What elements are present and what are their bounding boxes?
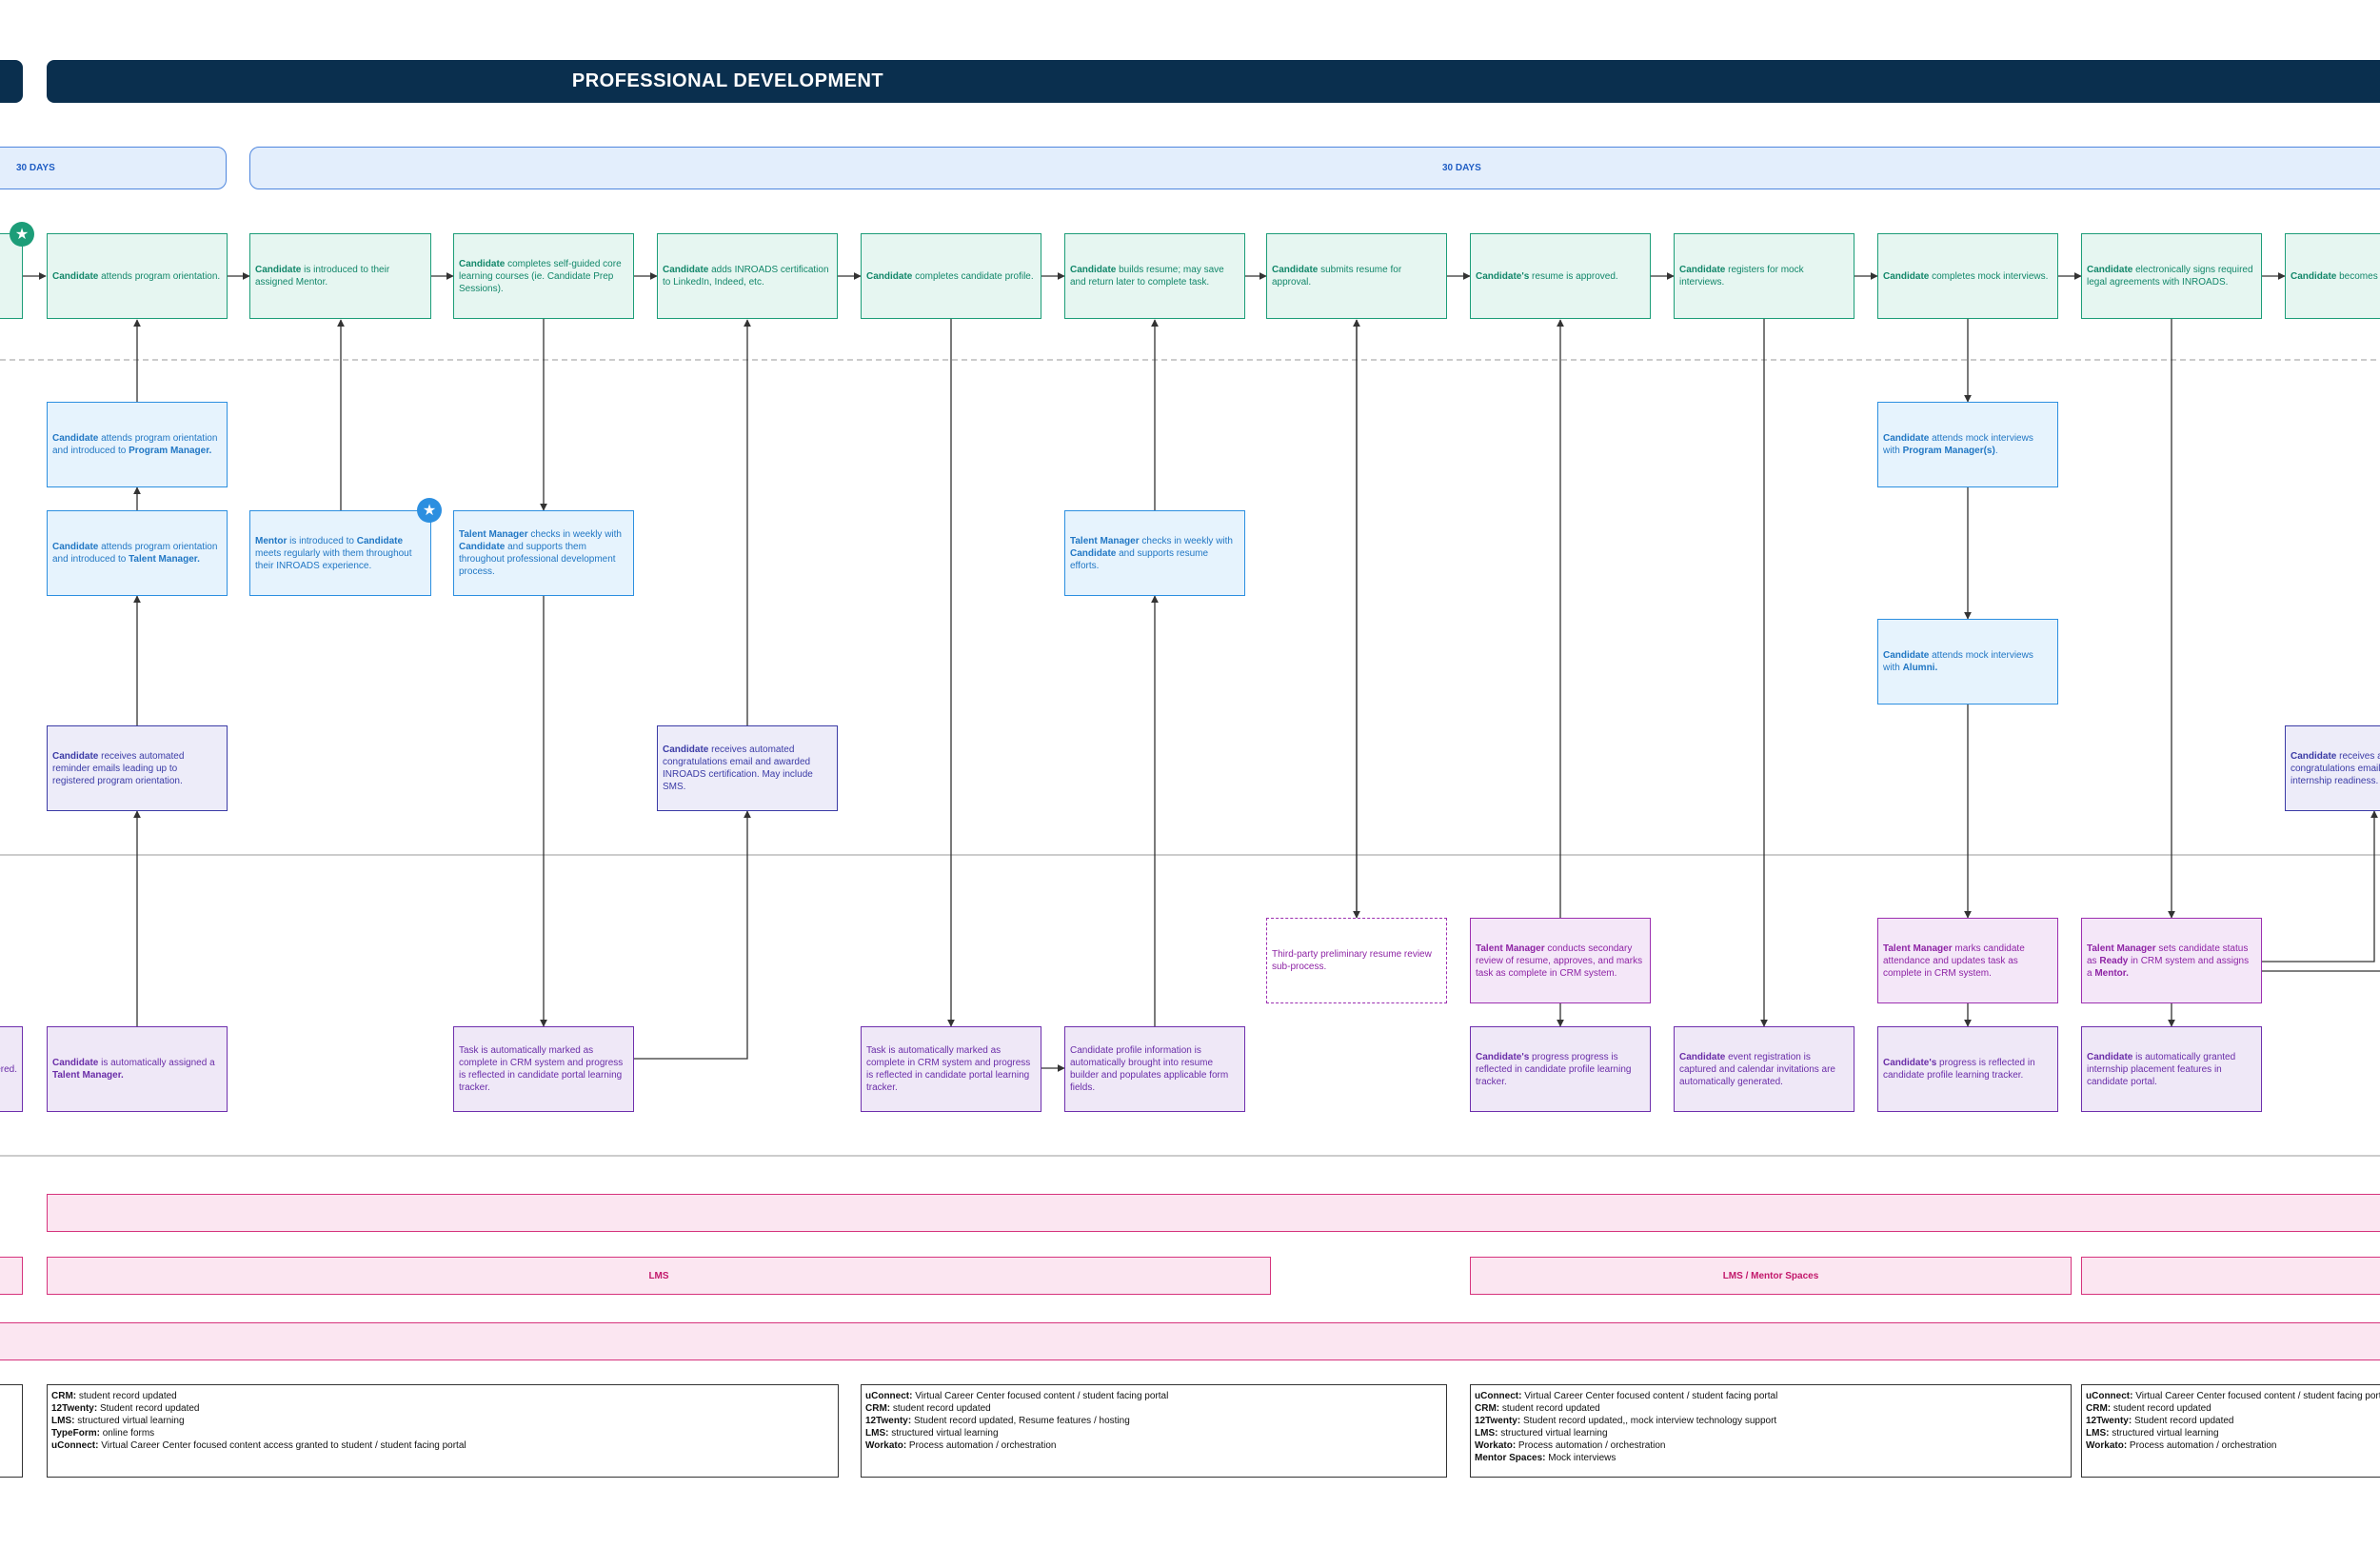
support-orientation-tm: Candidate attends program orientation an…	[47, 510, 228, 596]
system-progress-tracker: Candidate's progress is reflected in can…	[1877, 1026, 2058, 1112]
step-profile: Candidate completes candidate profile.	[861, 233, 1041, 319]
systems-note-1: CRM: student record updated 12Twenty: St…	[47, 1384, 839, 1478]
support-orientation-pm: Candidate attends program orientation an…	[47, 402, 228, 487]
platform-bar-top	[47, 1194, 2380, 1232]
systems-note-3: uConnect: Virtual Career Center focused …	[1470, 1384, 2072, 1478]
system-event-registration: Candidate event registration is captured…	[1674, 1026, 1854, 1112]
auto-reminder: Candidate receives automated reminder em…	[47, 725, 228, 811]
duration-main: 30 DAYS	[249, 147, 2380, 189]
support-mock-alumni: Candidate attends mock interviews with A…	[1877, 619, 2058, 705]
platform-bar-right	[2081, 1257, 2380, 1295]
step-complete-mock: Candidate completes mock interviews.	[1877, 233, 2058, 319]
system-task-marked-2: Task is automatically marked as complete…	[861, 1026, 1041, 1112]
step-certification: Candidate adds INROADS certification to …	[657, 233, 838, 319]
step-core-learning: Candidate completes self-guided core lea…	[453, 233, 634, 319]
platform-lms: LMS	[47, 1257, 1271, 1295]
system-granted-features: Candidate is automatically granted inter…	[2081, 1026, 2262, 1112]
platform-bar-bottom	[0, 1322, 2380, 1360]
support-mock-pm: Candidate attends mock interviews with P…	[1877, 402, 2058, 487]
system-profile-info: Candidate profile information is automat…	[1064, 1026, 1245, 1112]
step-build-resume: Candidate builds resume; may save and re…	[1064, 233, 1245, 319]
system-assigned-tm: Candidate is automatically assigned a Ta…	[47, 1026, 228, 1112]
systems-note-4: uConnect: Virtual Career Center focused …	[2081, 1384, 2380, 1478]
step-register-mock: Candidate registers for mock interviews.	[1674, 233, 1854, 319]
step-resume-approved: Candidate's resume is approved.	[1470, 233, 1651, 319]
prev-phase-header	[0, 60, 23, 103]
step-legal-agreements: Candidate electronically signs required …	[2081, 233, 2262, 319]
phase-title: PROFESSIONAL DEVELOPMENT	[571, 70, 884, 91]
auto-congrats: Candidate receives automated congratulat…	[657, 725, 838, 811]
step-prev	[0, 233, 23, 319]
system-progress-profile: Candidate's progress progress is reflect…	[1470, 1026, 1651, 1112]
duration-left-label: 30 DAYS	[16, 163, 55, 173]
step-submit-resume: Candidate submits resume for approval.	[1266, 233, 1447, 319]
systems-note-2: uConnect: Virtual Career Center focused …	[861, 1384, 1447, 1478]
platform-bar-left	[0, 1257, 23, 1295]
support-tm-resume: Talent Manager checks in weekly with Can…	[1064, 510, 1245, 596]
support-tm-weekly: Talent Manager checks in weekly with Can…	[453, 510, 634, 596]
system-task-marked-1: Task is automatically marked as complete…	[453, 1026, 634, 1112]
system-left-partial: ered.	[0, 1026, 23, 1112]
systems-note-left	[0, 1384, 23, 1478]
star-icon: ★	[417, 498, 442, 523]
tm-sets-ready: Talent Manager sets candidate status as …	[2081, 918, 2262, 1003]
step-internship-placement: Candidate becomes e internship placement…	[2285, 233, 2380, 319]
step-mentor-intro: Candidate is introduced to their assigne…	[249, 233, 431, 319]
duration-main-label: 30 DAYS	[1442, 163, 1481, 173]
star-icon: ★	[10, 222, 34, 247]
tm-secondary-review: Talent Manager conducts secondary review…	[1470, 918, 1651, 1003]
tm-marks-attendance: Talent Manager marks candidate attendanc…	[1877, 918, 2058, 1003]
duration-left: 30 DAYS	[0, 147, 227, 189]
step-orientation: Candidate attends program orientation.	[47, 233, 228, 319]
third-party-review: Third-party preliminary resume review su…	[1266, 918, 1447, 1003]
auto-right: Candidate receives au congratulations em…	[2285, 725, 2380, 811]
platform-lms-mentor: LMS / Mentor Spaces	[1470, 1257, 2072, 1295]
phase-header: PROFESSIONAL DEVELOPMENT	[47, 60, 2380, 103]
support-mentor: Mentor is introduced to Candidate meets …	[249, 510, 431, 596]
